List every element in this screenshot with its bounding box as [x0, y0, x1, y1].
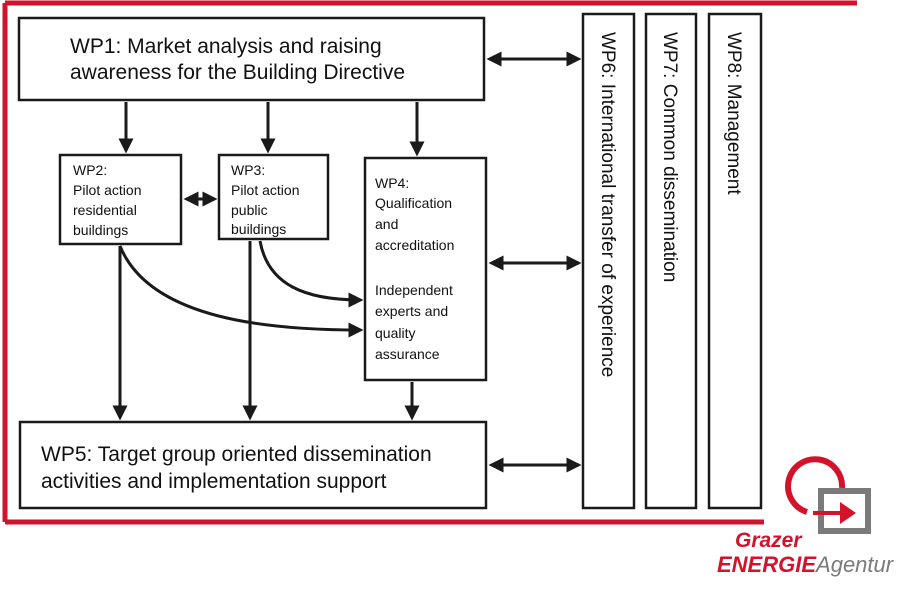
- wp1-box: WP1: Market analysis and raising awarene…: [17, 16, 486, 102]
- logo-line2-rest: Agentur: [814, 552, 895, 577]
- grazer-energieagentur-logo: Grazer ENERGIEAgentur: [717, 456, 895, 577]
- wp6-box: WP6: International transfer of experienc…: [581, 12, 636, 510]
- wp3-line3: public: [231, 202, 268, 218]
- wp2-line4: buildings: [73, 222, 128, 238]
- wp4-line6: experts and: [375, 303, 448, 319]
- arrows: [112, 51, 582, 473]
- wp3-line4: buildings: [231, 221, 286, 237]
- wp2-box: WP2: Pilot action residential buildings: [58, 153, 183, 246]
- wp4-line5: Independent: [375, 282, 453, 298]
- wp4-line4: accreditation: [375, 237, 454, 253]
- arrow-wp3-wp4-curve: [258, 240, 364, 308]
- wp4-line8: assurance: [375, 346, 440, 362]
- wp8-box: WP8: Management: [707, 12, 763, 510]
- wp4-line2: Qualification: [375, 195, 452, 211]
- logo-line2: ENERGIEAgentur: [717, 552, 895, 577]
- wp3-line1: WP3:: [231, 162, 265, 178]
- wp5-title-line1: WP5: Target group oriented dissemination: [41, 443, 432, 466]
- wp1-title-line2: awareness for the Building Directive: [70, 61, 405, 84]
- arrow-in-square-icon: [785, 456, 871, 534]
- wp6-label: WP6: International transfer of experienc…: [597, 32, 618, 377]
- wp3-line2: Pilot action: [231, 182, 299, 198]
- logo-line2-bold: ENERGIE: [717, 552, 817, 577]
- wp5-box: WP5: Target group oriented dissemination…: [18, 420, 488, 510]
- wp7-label: WP7: Common dissemination: [659, 32, 680, 282]
- wp2-line2: Pilot action: [73, 182, 141, 198]
- wp4-line3: and: [375, 216, 398, 232]
- wp1-title-line1: WP1: Market analysis and raising: [70, 35, 382, 58]
- arrow-wp2-wp4-curve: [118, 245, 364, 338]
- wp5-title-line2: activities and implementation support: [41, 470, 387, 493]
- red-frame: [2, 0, 857, 525]
- wp2-line3: residential: [73, 202, 137, 218]
- wp4-line7: quality: [375, 325, 415, 341]
- wp2-line1: WP2:: [73, 162, 107, 178]
- wp3-box: WP3: Pilot action public buildings: [217, 153, 330, 241]
- wp4-line1: WP4:: [375, 175, 409, 191]
- wp4-box: WP4: Qualification and accreditation Ind…: [363, 156, 488, 382]
- wp7-box: WP7: Common dissemination: [644, 12, 698, 510]
- wp8-label: WP8: Management: [723, 32, 744, 195]
- logo-line1: Grazer: [735, 529, 803, 552]
